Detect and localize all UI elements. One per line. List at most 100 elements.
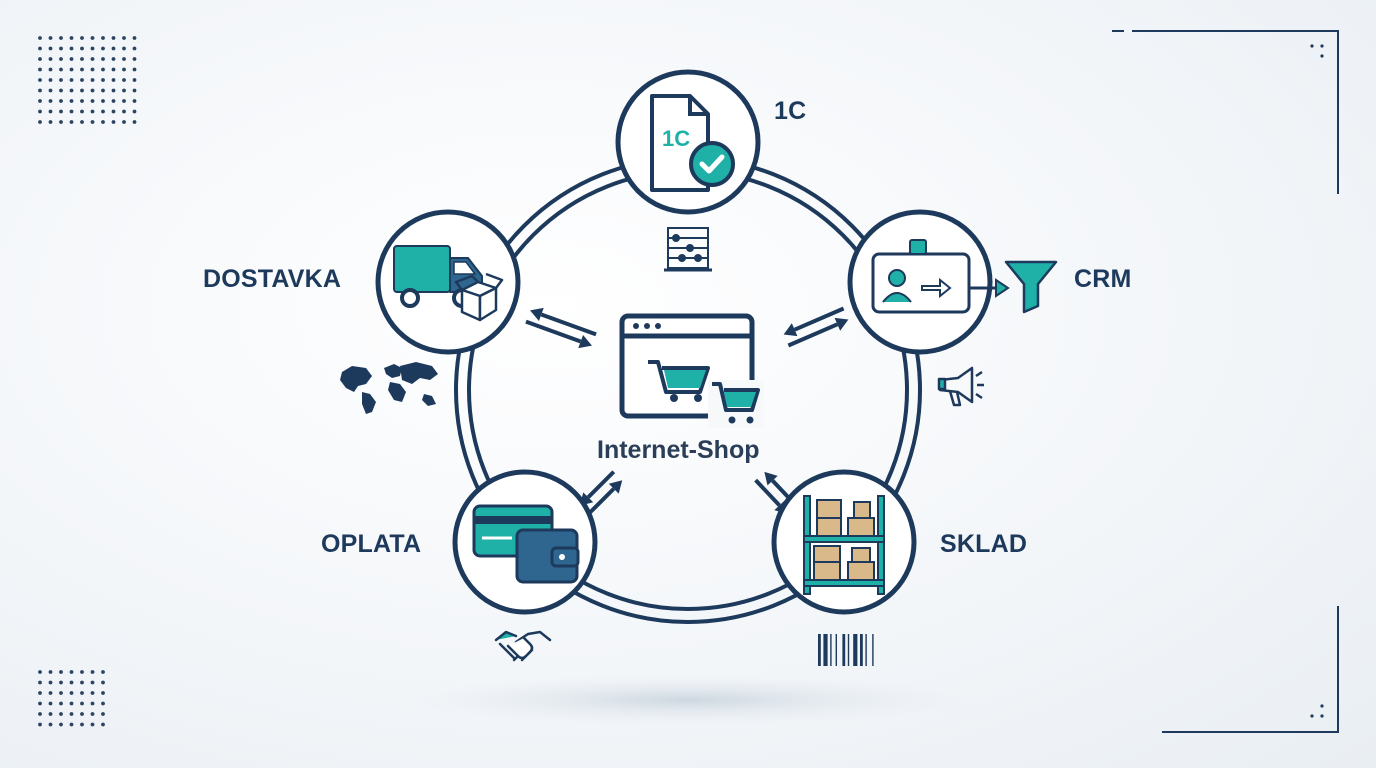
decor-dot	[111, 109, 116, 114]
arrow-head	[783, 323, 798, 337]
decor-dot	[38, 701, 42, 706]
decor-dot	[69, 88, 74, 93]
delivery-truck-box-icon	[393, 245, 504, 322]
decor-dot	[38, 57, 42, 61]
decor-dot	[80, 46, 84, 51]
decor-dot	[80, 691, 84, 695]
arrow-line	[586, 470, 616, 499]
decor-dot	[80, 78, 84, 82]
decor-dot	[90, 120, 95, 124]
decor-dot	[69, 57, 74, 61]
decor-dot	[101, 78, 105, 82]
decor-dot	[80, 680, 84, 685]
arrow-head	[834, 317, 849, 331]
decor-dot	[90, 88, 95, 93]
barcode-bar	[860, 634, 863, 666]
arrow-line	[540, 312, 597, 337]
barcode-bar	[872, 634, 874, 666]
decor-dot	[80, 701, 84, 706]
decor-dot	[111, 46, 116, 51]
decor-dot	[90, 701, 95, 706]
decor-dot	[59, 680, 63, 685]
megaphone-icon	[937, 366, 984, 407]
decor-dot	[38, 670, 42, 674]
decor-dot	[38, 46, 42, 51]
node-dostavka[interactable]	[375, 209, 521, 355]
arrow-head	[578, 334, 592, 349]
decor-dot	[122, 99, 126, 103]
node-sklad[interactable]	[771, 469, 917, 615]
decor-dot	[69, 701, 74, 706]
barcode-bar	[823, 634, 828, 666]
world-map-icon	[340, 362, 438, 414]
svg-text:1C: 1C	[662, 126, 690, 151]
decor-dot	[111, 88, 116, 93]
decor-dot	[122, 36, 126, 40]
arrow-line	[586, 487, 616, 516]
decor-dot	[90, 67, 95, 72]
node-oplata[interactable]	[452, 469, 598, 615]
arrow-line	[787, 322, 839, 348]
decor-dot	[38, 712, 42, 716]
decor-dot	[90, 691, 95, 695]
node-label-sklad: SKLAD	[940, 530, 1028, 558]
decor-dot	[59, 36, 63, 40]
center-label: Internet-Shop	[597, 436, 760, 464]
decor-dot	[101, 670, 105, 674]
decor-dot	[90, 712, 95, 716]
decor-dot	[132, 36, 137, 40]
decor-dot	[59, 691, 63, 695]
decor-dot	[80, 712, 84, 716]
decor-dot	[101, 88, 105, 93]
node-label-dostavka: DOSTAVKA	[203, 265, 342, 293]
decor-dot	[48, 88, 53, 93]
abacus-icon	[664, 227, 712, 272]
barcode-bar	[835, 634, 837, 666]
decor-dot	[101, 36, 105, 40]
decor-dot	[38, 691, 42, 695]
node-1c[interactable]: 1C	[615, 69, 761, 215]
decor-dot	[38, 722, 42, 727]
arrow-head	[764, 471, 778, 486]
decor-dot	[69, 680, 74, 685]
decor-dot	[48, 36, 53, 40]
decor-dot	[48, 57, 53, 61]
arrow-line	[793, 306, 845, 332]
decor-dot	[59, 670, 63, 674]
decor-bracket-top-right	[1112, 30, 1339, 194]
decor-dot	[69, 670, 74, 674]
decor-dot	[69, 78, 74, 82]
barcode-bar	[830, 634, 832, 666]
decor-dot	[90, 722, 95, 727]
decor-dot	[69, 36, 74, 40]
decor-dot	[101, 109, 105, 114]
decor-dot	[101, 99, 105, 103]
decor-dot	[90, 109, 95, 114]
decor-dot	[101, 712, 105, 716]
decor-dot	[80, 120, 84, 124]
decor-dot	[48, 67, 53, 72]
decor-dot	[38, 99, 42, 103]
node-label-crm: CRM	[1074, 265, 1132, 293]
node-label-oplata: OPLATA	[321, 530, 422, 558]
decor-dot	[90, 46, 95, 51]
decor-dot	[48, 722, 53, 727]
decor-dot	[101, 120, 105, 124]
decor-dot	[59, 88, 63, 93]
web-shop-cart-icon	[619, 313, 764, 428]
decor-dot	[111, 99, 116, 103]
connection-arrows	[525, 306, 849, 516]
decor-dot	[38, 680, 42, 685]
decor-dot	[101, 691, 105, 695]
arrow-line	[525, 319, 582, 344]
decor-dot	[80, 109, 84, 114]
decor-dot	[101, 722, 105, 727]
node-crm[interactable]	[847, 209, 993, 355]
decor-dots-bottom-left	[38, 670, 105, 727]
decor-dot	[69, 691, 74, 695]
decor-dot	[111, 36, 116, 40]
decor-dot	[90, 78, 95, 82]
floor-shadow	[398, 674, 978, 726]
decor-dot	[111, 120, 116, 124]
decor-dot	[48, 670, 53, 674]
